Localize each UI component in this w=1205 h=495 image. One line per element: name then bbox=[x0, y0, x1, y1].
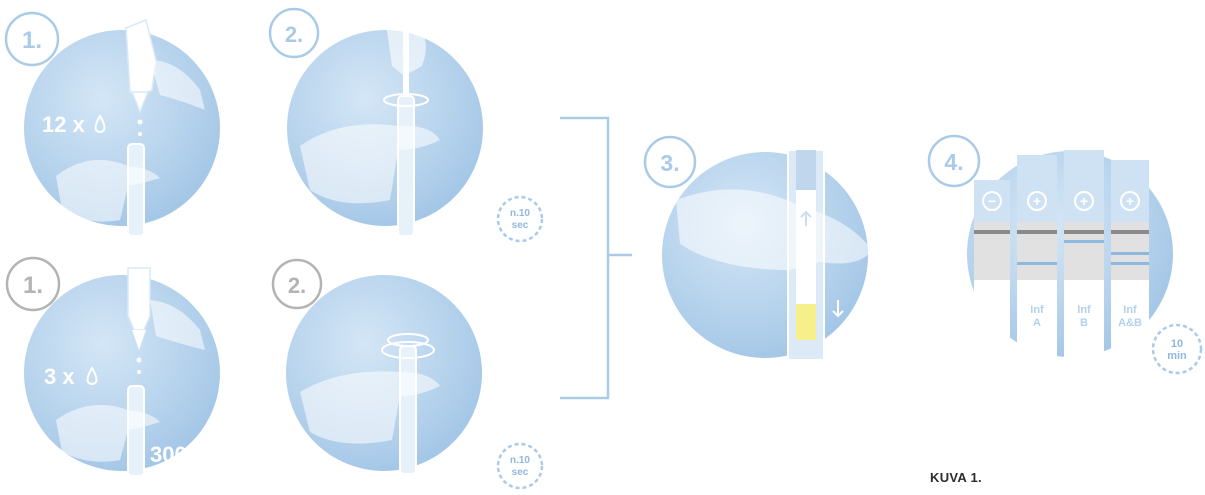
timer-value: 10 bbox=[1171, 338, 1183, 350]
step-badge: 1. bbox=[6, 13, 58, 65]
timer-badge: n.10 sec bbox=[498, 197, 542, 241]
sample-liquid bbox=[796, 304, 816, 340]
step-number: 4. bbox=[944, 149, 963, 175]
strip-label: B bbox=[1080, 317, 1088, 329]
strip-label: Inf bbox=[1123, 304, 1137, 316]
timer-value: n.10 bbox=[510, 208, 530, 219]
drop-count-label: 3 x bbox=[44, 364, 75, 389]
drop-count-label: 12 x bbox=[42, 112, 86, 137]
test-tube-icon bbox=[128, 144, 144, 236]
step-2-top bbox=[287, 20, 483, 236]
timer-badge: n.10 sec bbox=[498, 444, 542, 488]
timer-badge: 10 min bbox=[1153, 325, 1201, 373]
step-number: 2. bbox=[285, 22, 303, 47]
result-strip: − bbox=[974, 180, 1010, 350]
test-line bbox=[1017, 262, 1057, 265]
bracket-connector bbox=[560, 118, 632, 398]
result-symbol: + bbox=[1126, 193, 1134, 209]
step-badge: 4. bbox=[929, 136, 979, 186]
timer-unit: sec bbox=[512, 467, 529, 478]
timer-unit: sec bbox=[512, 220, 529, 231]
timer-unit: min bbox=[1167, 350, 1187, 362]
result-symbol: − bbox=[988, 193, 996, 209]
test-tube-icon bbox=[128, 386, 144, 476]
timer-value: n.10 bbox=[510, 455, 530, 466]
volume-label: 300 µl bbox=[150, 442, 212, 467]
step-number: 2. bbox=[288, 273, 306, 298]
step-badge: 2. bbox=[270, 9, 318, 57]
step-3 bbox=[662, 150, 872, 360]
step-badge: 3. bbox=[645, 137, 695, 187]
strip-label: A&B bbox=[1118, 317, 1142, 329]
control-line bbox=[974, 230, 1010, 234]
step-number: 3. bbox=[660, 150, 679, 176]
step-number: 1. bbox=[23, 272, 43, 299]
result-strip: + Inf A&B bbox=[1111, 160, 1149, 355]
step-badge: 1. bbox=[7, 258, 59, 310]
result-symbol: + bbox=[1033, 193, 1041, 209]
step-4: − + Inf A + Inf B bbox=[967, 150, 1173, 360]
test-tube-icon bbox=[400, 346, 416, 474]
strip-label: Inf bbox=[1077, 304, 1091, 316]
step-2-bottom bbox=[286, 275, 482, 474]
test-tube-icon bbox=[398, 96, 414, 236]
figure-caption: KUVA 1. bbox=[930, 470, 982, 485]
result-strip: + Inf A bbox=[1017, 155, 1057, 360]
pipette-icon bbox=[128, 268, 150, 330]
strip-label: Inf bbox=[1030, 304, 1044, 316]
strip-label: A bbox=[1033, 317, 1041, 329]
result-strip: + Inf B bbox=[1064, 150, 1104, 360]
step-badge: 2. bbox=[273, 260, 321, 308]
result-symbol: + bbox=[1080, 193, 1088, 209]
step-number: 1. bbox=[22, 27, 42, 54]
